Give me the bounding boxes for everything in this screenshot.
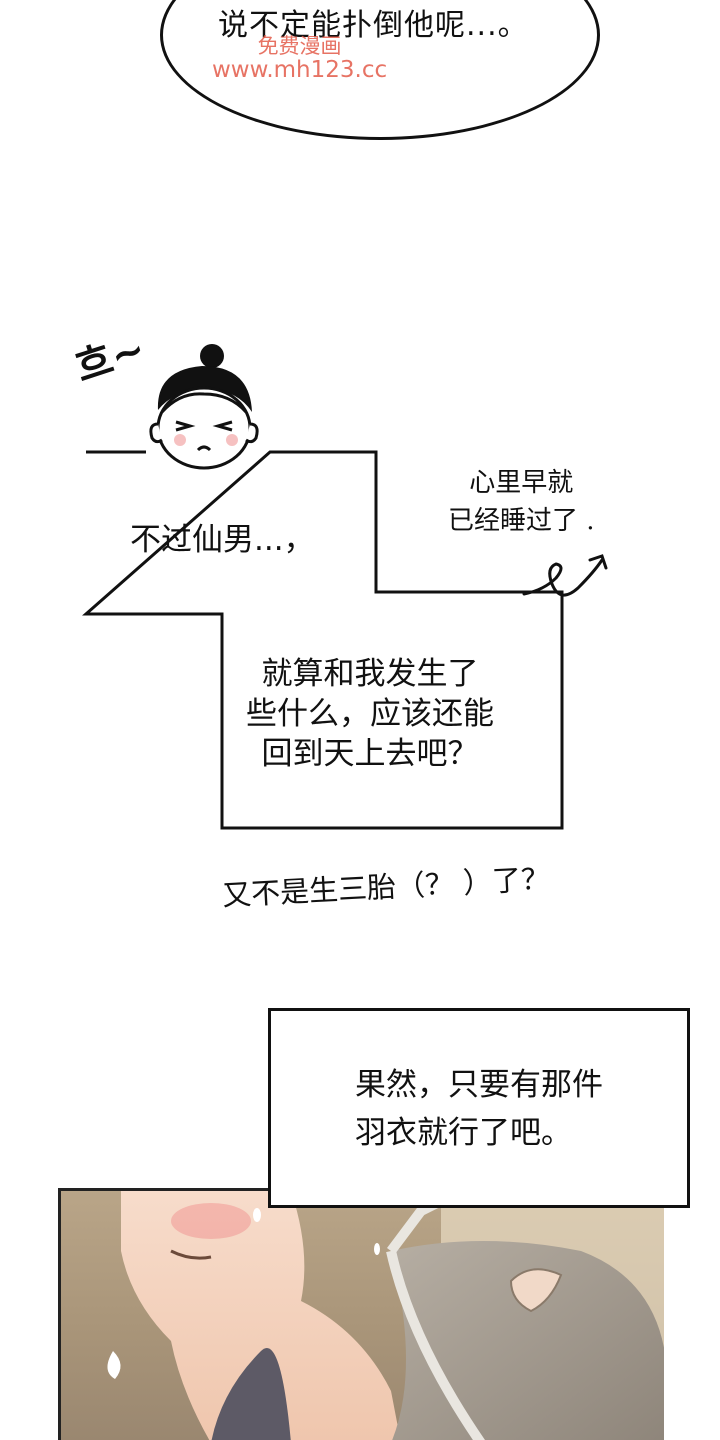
bubble-text-top: 说不定能扑倒他呢...。 xyxy=(218,8,529,43)
side-note: 心里早就 已经睡过了 . xyxy=(448,464,595,540)
caption-line: 羽衣就行了吧。 xyxy=(355,1115,572,1151)
sfx-text: 흐~ xyxy=(69,326,151,392)
side-note-line: 已经睡过了 . xyxy=(448,506,595,536)
caption-line: 果然，只要有那件 xyxy=(355,1067,603,1103)
caption-line: 回到天上去吧？ xyxy=(261,736,479,772)
illustration-panel xyxy=(58,1188,664,1440)
caption-box-bottom: 果然，只要有那件 羽衣就行了吧。 xyxy=(268,1008,690,1208)
caption-box-outline xyxy=(82,450,564,830)
aside-text: 又不是生三胎（？ ）了？ xyxy=(221,861,551,913)
caption-line: 些什么，应该还能 xyxy=(246,696,494,732)
caption-text-1: 不过仙男...， xyxy=(130,522,315,558)
watermark-line2: www.mh123.cc xyxy=(212,57,388,83)
watermark: 免费漫画 www.mh123.cc xyxy=(212,34,387,82)
squiggle-arrow-icon xyxy=(522,554,608,597)
caption-text-bottom: 果然，只要有那件 羽衣就行了吧。 xyxy=(355,1061,603,1157)
caption-line: 就算和我发生了 xyxy=(261,656,479,692)
character-illustration xyxy=(107,1191,664,1440)
caption-text-2: 就算和我发生了 些什么，应该还能 回到天上去吧？ xyxy=(246,654,494,774)
side-note-line: 心里早就 xyxy=(469,468,574,498)
chibi-character xyxy=(149,344,259,470)
watermark-line1: 免费漫画 xyxy=(257,34,342,58)
